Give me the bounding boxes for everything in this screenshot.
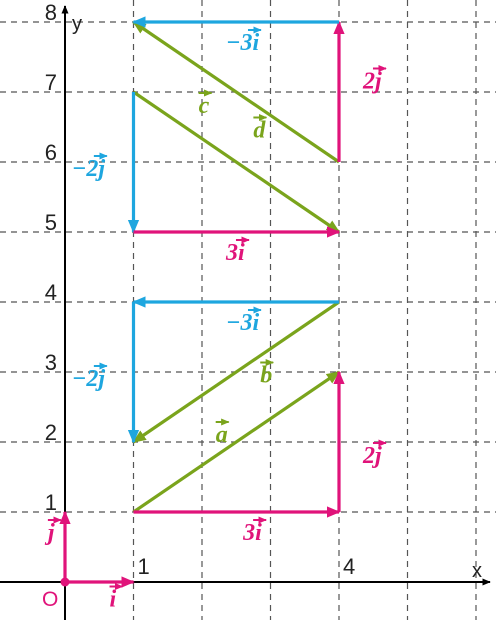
vector-label-vec-a: a bbox=[215, 418, 230, 448]
vector-label-c-comp-y: −2j bbox=[72, 152, 108, 182]
x-axis-label: x bbox=[472, 560, 482, 582]
y-tick-label: 2 bbox=[45, 420, 57, 445]
vector-label-c-comp-x: 3i bbox=[225, 236, 250, 266]
vector-vec-d bbox=[132, 20, 340, 164]
y-axis-label: y bbox=[72, 13, 82, 35]
origin-label: O bbox=[42, 588, 58, 611]
vector-label-d-comp-x: −3i bbox=[226, 26, 262, 56]
x-tick-label: 1 bbox=[138, 554, 150, 579]
svg-text:−2j: −2j bbox=[72, 156, 106, 182]
vector-labels: i j a 3i 2j b −3i −2j c −2j 3i d 2j −3i bbox=[44, 26, 387, 613]
svg-text:2j: 2j bbox=[362, 443, 382, 469]
svg-text:−3i: −3i bbox=[226, 30, 260, 56]
svg-text:−2j: −2j bbox=[72, 366, 106, 392]
x-tick-label: 4 bbox=[343, 554, 355, 579]
svg-text:−3i: −3i bbox=[226, 310, 260, 336]
svg-text:j: j bbox=[44, 520, 55, 546]
vector-label-a-comp-x: 3i bbox=[242, 516, 267, 546]
svg-text:a: a bbox=[216, 422, 228, 448]
vector-label-b-comp-x: −3i bbox=[226, 306, 262, 336]
vectors bbox=[59, 16, 345, 588]
svg-text:b: b bbox=[260, 363, 272, 389]
y-tick-label: 8 bbox=[45, 0, 57, 25]
y-tick-label: 1 bbox=[45, 490, 57, 515]
vector-label-d-comp-y: 2j bbox=[362, 64, 387, 95]
vector-vec-c bbox=[132, 90, 341, 234]
y-tick-label: 6 bbox=[45, 140, 57, 165]
vector-label-vec-d: d bbox=[253, 113, 268, 144]
svg-text:2j: 2j bbox=[362, 69, 382, 95]
vector-label-unit-i: i bbox=[109, 582, 124, 613]
y-tick-label: 3 bbox=[45, 350, 57, 375]
y-tick-label: 5 bbox=[45, 210, 57, 235]
y-tick-label: 4 bbox=[45, 280, 57, 305]
vector-label-a-comp-y: 2j bbox=[362, 439, 387, 469]
svg-text:3i: 3i bbox=[242, 520, 262, 546]
vector-vec-b bbox=[132, 300, 340, 444]
vector-label-unit-j: j bbox=[44, 516, 62, 546]
svg-text:i: i bbox=[110, 587, 117, 613]
vector-label-b-comp-y: −2j bbox=[72, 362, 108, 392]
svg-text:3i: 3i bbox=[225, 240, 245, 266]
y-tick-label: 7 bbox=[45, 70, 57, 95]
svg-text:d: d bbox=[253, 118, 266, 144]
svg-text:c: c bbox=[199, 93, 210, 119]
vector-label-vec-c: c bbox=[198, 89, 213, 119]
vector-vec-a bbox=[132, 370, 341, 514]
vector-label-vec-b: b bbox=[260, 358, 275, 389]
